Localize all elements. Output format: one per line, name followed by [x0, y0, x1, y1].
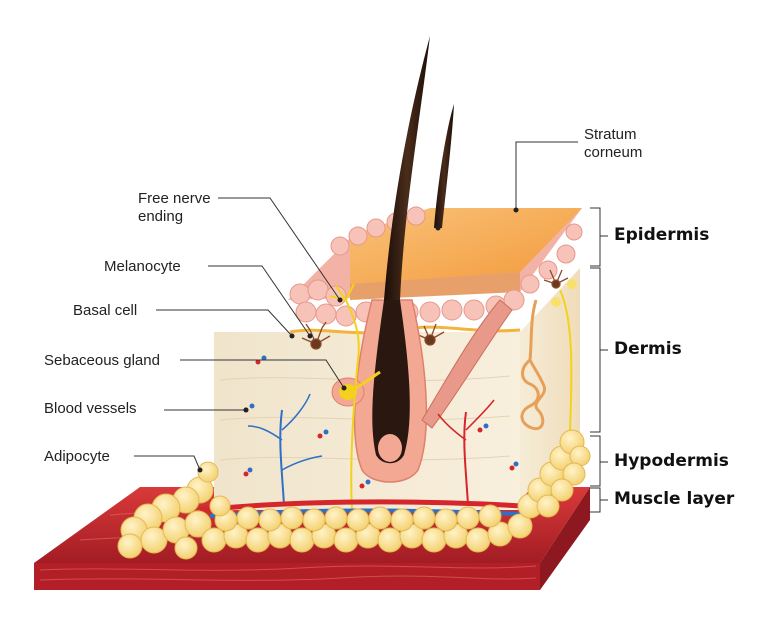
sebaceous-gland-label: Sebaceous gland: [44, 352, 160, 369]
label-dots: [197, 207, 519, 473]
free-nerve-ending-label: Free nerve ending: [138, 190, 211, 225]
hair-follicle: [353, 299, 428, 483]
dermis-label: Dermis: [614, 339, 682, 359]
hypodermis-label: Hypodermis: [614, 451, 729, 471]
label-leaders: [134, 141, 608, 513]
melanocyte-label: Melanocyte: [104, 258, 181, 275]
arrector-pili-muscle: [421, 299, 513, 429]
adipose-tissue: [117, 429, 591, 560]
melanocyte-cells: [301, 269, 569, 350]
blood-vessels-label: Blood vessels: [44, 400, 137, 417]
nerve-fibers: [329, 279, 577, 511]
muscle-layer-label: Muscle layer: [614, 489, 735, 509]
epidermis-label: Epidermis: [614, 225, 710, 245]
stratum-corneum-label: Stratum corneum: [584, 126, 643, 161]
adipocyte-label: Adipocyte: [44, 448, 110, 465]
sweat-gland: [520, 299, 547, 431]
basal-cell-label: Basal cell: [73, 302, 138, 319]
hair-shaft-secondary: [434, 104, 454, 228]
hair-shaft-main: [384, 36, 430, 300]
